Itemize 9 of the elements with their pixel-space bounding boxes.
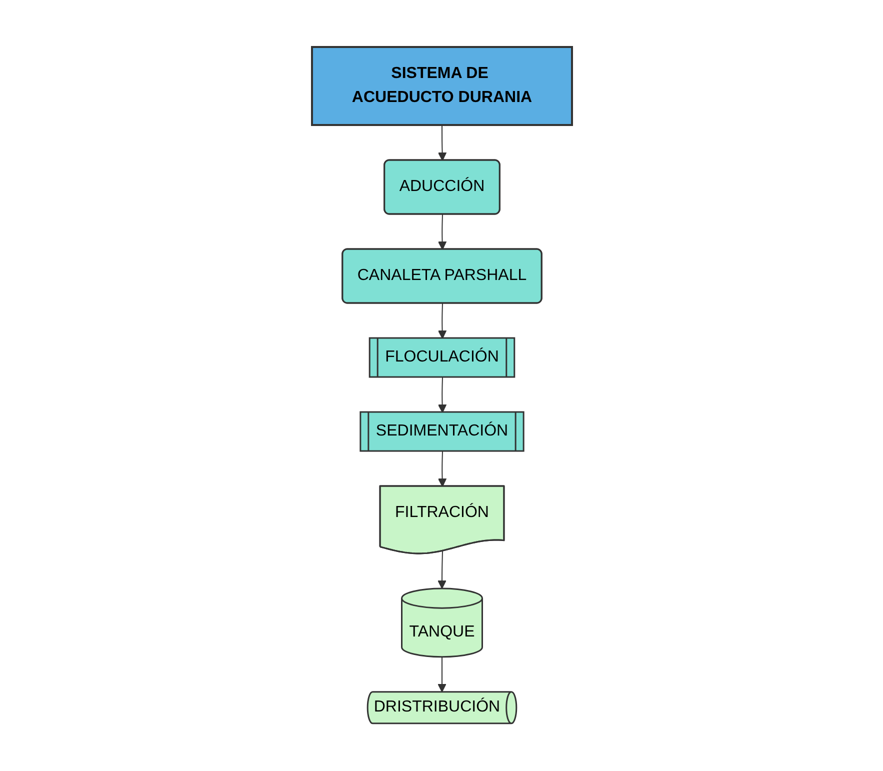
arrow	[437, 303, 446, 340]
arrow	[437, 451, 446, 488]
arrow	[437, 656, 446, 693]
arrow	[437, 124, 446, 162]
node-text: DRISTRIBUCIÓN	[373, 698, 500, 716]
node-box: SISTEMA DE ACUEDUCTO DURANIA	[310, 46, 572, 126]
arrow	[437, 377, 446, 414]
arrow	[437, 214, 446, 250]
arrow	[437, 551, 446, 590]
